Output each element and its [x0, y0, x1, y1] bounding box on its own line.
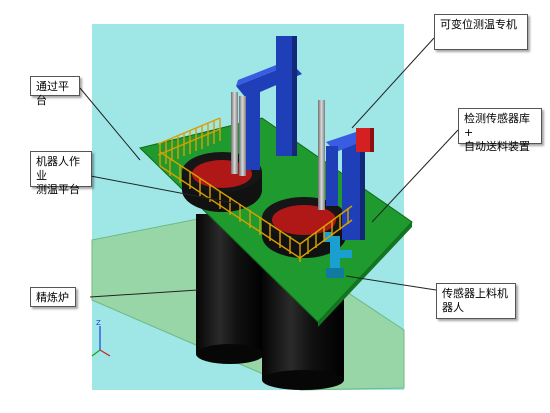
label-sensor-loading-robot: 传感器上料机 器人: [436, 283, 516, 319]
temp-probe-pole-1: [231, 92, 238, 174]
variable-temp-machine: [326, 132, 366, 240]
sensor-store: [356, 128, 374, 152]
label-robot-platform: 机器人作业 测温平台: [30, 151, 92, 196]
temp-probe-pole-3: [318, 100, 325, 210]
label-variable-temp-machine: 可变位测温专机: [434, 14, 528, 50]
refining-furnace-left: [196, 214, 264, 364]
gantry-left: [236, 36, 302, 170]
platform-edge: [318, 222, 412, 327]
axis-triad-icon: Z: [91, 319, 111, 357]
temp-probe-pole-2: [239, 96, 246, 176]
label-pass-platform: 通过平台: [30, 76, 80, 107]
label-refining-furnace: 精炼炉: [30, 287, 76, 307]
railing-left: [157, 117, 221, 166]
leader-lines: [79, 37, 459, 298]
axis-z-label: Z: [96, 319, 101, 327]
railing-front: [159, 151, 301, 262]
railing-right: [299, 205, 353, 259]
label-sensor-store: 检测传感器库+ 自动送料装置: [458, 108, 542, 153]
